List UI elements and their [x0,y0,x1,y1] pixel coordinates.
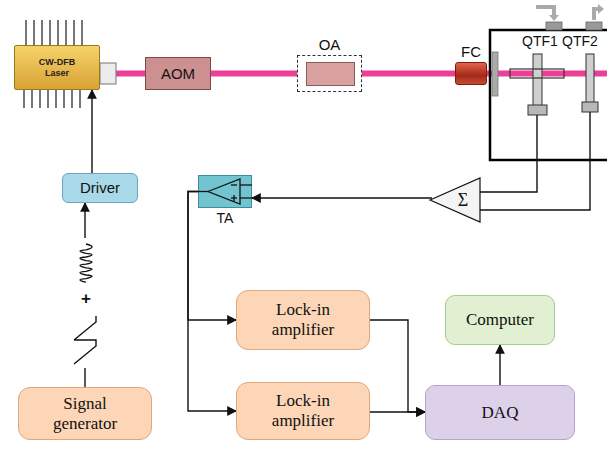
component-label: TA [217,210,234,226]
signal-line [91,90,92,173]
opamp-symbol [198,175,252,208]
box-label: Computer [466,310,534,330]
gas-outlet-arrow [594,9,598,20]
driver-box: Driver [62,173,138,203]
ramp-scan [74,316,96,364]
qtf1-resonator-tube [510,69,564,78]
qtf1-wire [480,115,537,192]
box-label: Driver [80,179,120,196]
qtf2-wire [480,112,590,210]
computer-box: Computer [445,295,555,345]
lock-in-box: Lock-in amplifier [236,290,370,350]
box-label: Signal generator [39,394,131,433]
qtf2-base [582,102,598,112]
qtf1-fork [533,54,542,106]
gas-inlet-arrow [549,15,559,21]
laser-beam [211,71,297,77]
laser-beam [362,71,455,77]
box-label: Lock-in amplifier [251,300,355,339]
part-name: QTF1 [522,33,558,49]
box-label: AOM [161,65,195,82]
laser-chip: CW-DFB Laser [14,45,100,90]
waveform-ground [64,238,108,368]
daq-box: DAQ [425,385,575,440]
optical-amplifier: OA [297,55,362,92]
sum-sign: + [79,289,93,309]
cell-window [492,52,498,96]
qtf1-base [528,105,547,115]
gas-inlet-arrow [536,7,554,16]
gas-port [546,22,562,30]
triangle-outline [430,178,480,222]
part-name: QTF2 [562,33,598,49]
box-label: Σ [458,190,468,211]
box-label: Lock-in amplifier [251,391,355,430]
fiber-pigtail [100,63,116,84]
signal-generator-box: Signal generator [18,387,152,440]
sine-modulation [80,244,92,282]
signal-line [188,192,236,412]
trans-amplifier: TA [198,175,252,208]
signal-line [370,320,425,412]
signal-line [252,197,432,198]
signal-line [188,192,236,321]
fiber-collimator: FC [455,62,487,85]
signal-line [370,411,425,412]
gas-port [586,22,602,30]
box-label: DAQ [482,403,519,423]
lock-in-box: Lock-in amplifier [236,382,370,440]
box-label: CW-DFB Laser [33,57,81,78]
signal-line [499,345,500,385]
amplifier-body [306,62,355,86]
component-label: OA [319,36,341,53]
qtf2-fork [586,54,594,103]
component-label: FC [461,43,481,60]
aom-box: AOM [145,57,211,90]
summing-amplifier: Σ [430,178,480,222]
gas-outlet-arrow [598,4,604,14]
